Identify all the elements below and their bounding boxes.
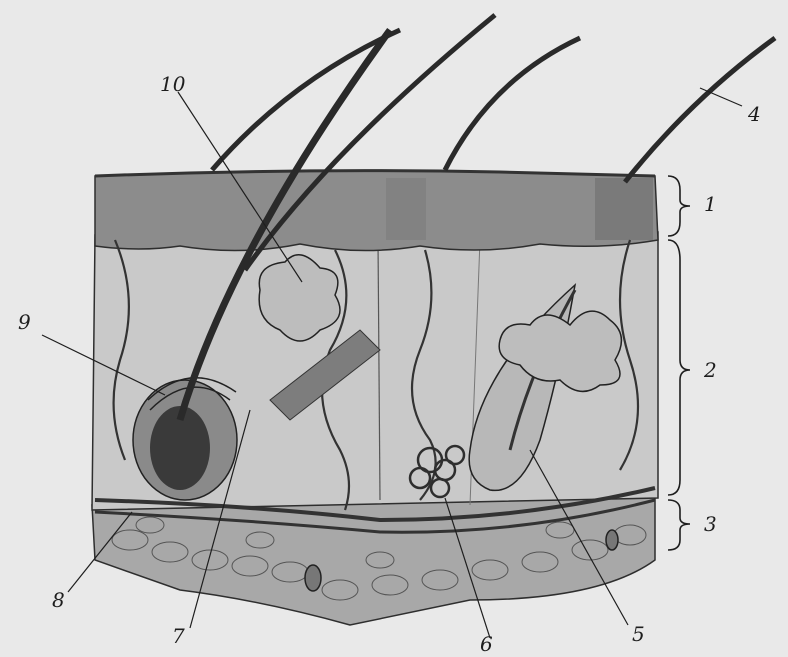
label-2: 2 bbox=[704, 358, 717, 382]
label-4: 4 bbox=[748, 102, 761, 126]
label-10: 10 bbox=[160, 72, 185, 96]
label-5: 5 bbox=[632, 622, 645, 646]
label-1: 1 bbox=[704, 192, 717, 216]
label-8: 8 bbox=[52, 588, 65, 612]
label-7: 7 bbox=[172, 624, 185, 648]
label-9: 9 bbox=[18, 310, 31, 334]
label-6: 6 bbox=[480, 632, 493, 656]
label-3: 3 bbox=[704, 512, 717, 536]
epidermis-layer bbox=[95, 171, 658, 251]
